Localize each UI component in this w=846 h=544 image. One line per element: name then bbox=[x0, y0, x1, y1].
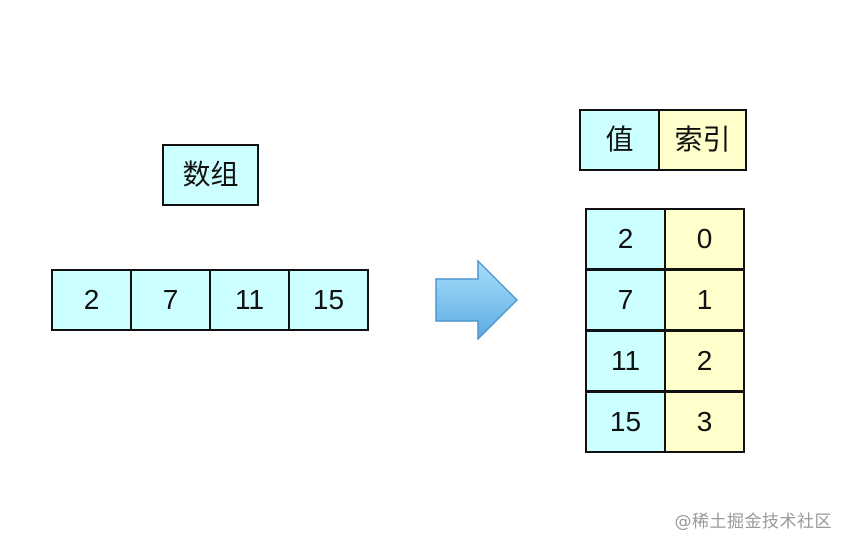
map-header-index: 索引 bbox=[658, 109, 747, 171]
array-cell: 11 bbox=[209, 269, 290, 331]
map-value-cell: 15 bbox=[585, 391, 666, 453]
map-index-cell: 1 bbox=[664, 269, 745, 331]
map-value-cell: 2 bbox=[585, 208, 666, 270]
map-value-cell: 11 bbox=[585, 330, 666, 392]
array-cell: 2 bbox=[51, 269, 132, 331]
array-label: 数组 bbox=[162, 144, 259, 206]
map-index-cell: 3 bbox=[664, 391, 745, 453]
map-header-value: 值 bbox=[579, 109, 660, 171]
watermark: @稀土掘金技术社区 bbox=[674, 512, 832, 532]
map-index-cell: 2 bbox=[664, 330, 745, 392]
map-index-cell: 0 bbox=[664, 208, 745, 270]
map-value-cell: 7 bbox=[585, 269, 666, 331]
array-cell: 7 bbox=[130, 269, 211, 331]
right-arrow-icon bbox=[435, 259, 519, 341]
array-cell: 15 bbox=[288, 269, 369, 331]
